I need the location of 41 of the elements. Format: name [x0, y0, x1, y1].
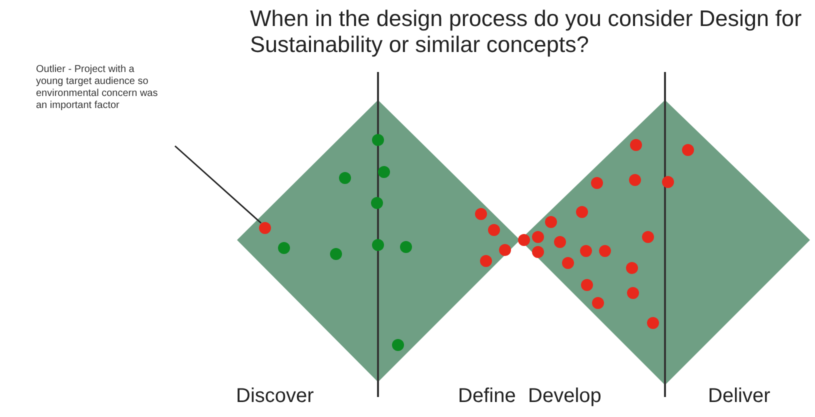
scatter-dot	[392, 339, 404, 351]
scatter-dot	[592, 297, 604, 309]
scatter-dot	[499, 244, 511, 256]
scatter-dot	[278, 242, 290, 254]
annotation-text: Outlier - Project with a young target audience so environmental concern was an important factor	[36, 64, 164, 112]
scatter-dot	[532, 231, 544, 243]
phase-label: Develop	[528, 385, 602, 408]
scatter-dot	[480, 255, 492, 267]
scatter-dot	[662, 176, 674, 188]
scatter-dot	[372, 134, 384, 146]
scatter-dot	[554, 236, 566, 248]
scatter-dot	[518, 234, 530, 246]
scatter-dot	[642, 231, 654, 243]
chart-title: When in the design process do you consider Design for Sustainability or similar concepts?	[250, 6, 803, 58]
scatter-dot	[330, 248, 342, 260]
scatter-dot	[372, 239, 384, 251]
phase-label: Define	[458, 385, 516, 408]
scatter-dot	[400, 241, 412, 253]
scatter-dot	[488, 224, 500, 236]
scatter-dot	[647, 317, 659, 329]
scatter-dot	[629, 174, 641, 186]
scatter-dot	[580, 245, 592, 257]
scatter-dot	[576, 206, 588, 218]
scatter-dot	[259, 222, 271, 234]
scatter-dot	[532, 246, 544, 258]
scatter-dot	[581, 279, 593, 291]
scatter-dot	[599, 245, 611, 257]
scatter-dot	[378, 166, 390, 178]
scatter-dot	[630, 139, 642, 151]
phase-label: Discover	[236, 385, 314, 408]
leader-line	[174, 145, 262, 224]
scatter-dot	[562, 257, 574, 269]
scatter-dot	[626, 262, 638, 274]
scatter-dot	[682, 144, 694, 156]
scatter-dot	[475, 208, 487, 220]
scatter-dot	[545, 216, 557, 228]
scatter-dot	[371, 197, 383, 209]
scatter-dot	[591, 177, 603, 189]
scatter-dot	[339, 172, 351, 184]
phase-label: Deliver	[708, 385, 770, 408]
scatter-dot	[627, 287, 639, 299]
